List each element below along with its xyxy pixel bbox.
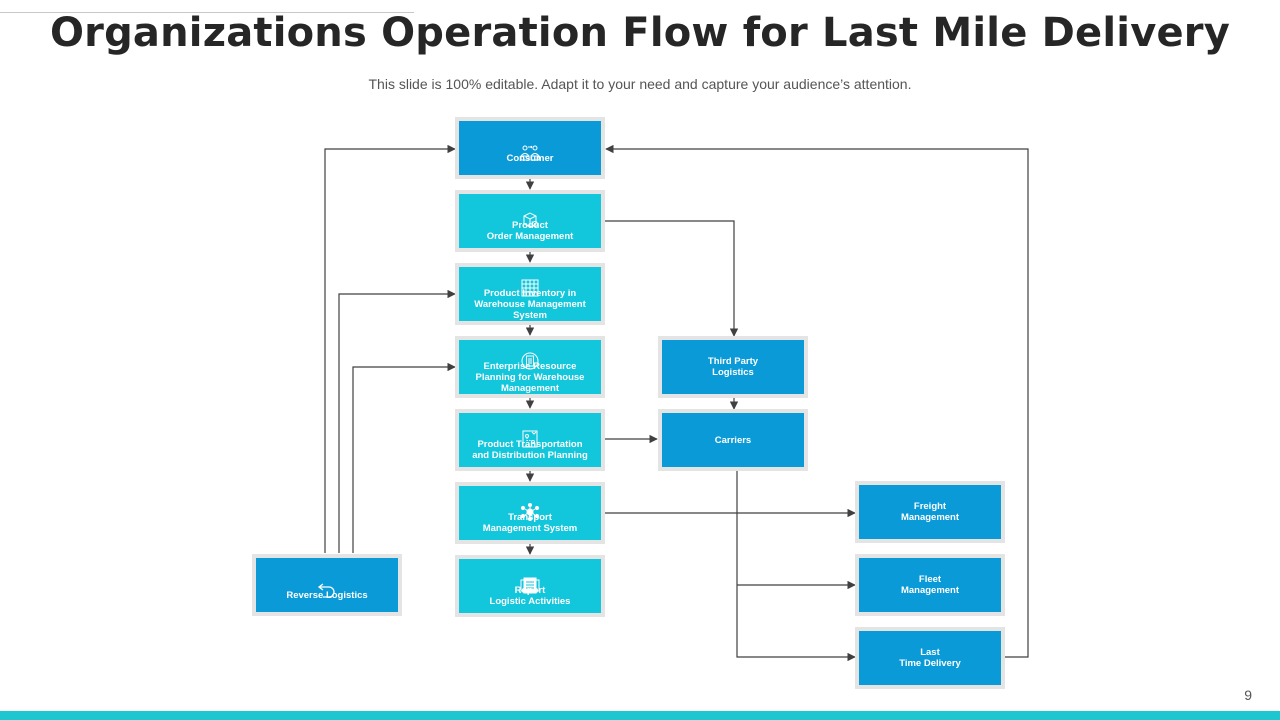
page-number: 9: [1244, 687, 1252, 703]
report-clipboard-icon: [519, 565, 541, 594]
node-transport-planning-label: Product Transportation and Distribution …: [472, 439, 588, 461]
node-reverse-logistics[interactable]: Reverse Logistics: [252, 554, 402, 616]
slide-title: Organizations Operation Flow for Last Mi…: [49, 10, 1231, 56]
node-transport-planning[interactable]: Product Transportation and Distribution …: [455, 409, 605, 471]
arrow-reverse-to-erp: [352, 362, 456, 553]
bottom-accent-bar: [0, 711, 1280, 720]
arrow-last-time-to-consumer: [605, 144, 1029, 658]
node-fleet-label: Fleet Management: [900, 574, 960, 596]
node-report-label: Report Logistic Activities: [489, 585, 571, 607]
node-tms[interactable]: Transport Management System: [455, 482, 605, 544]
node-freight-label: Freight Management: [900, 501, 960, 523]
arrow-carriers-to-last-time: [736, 470, 856, 662]
node-erp[interactable]: Enterprise Resource Planning for Warehou…: [455, 336, 605, 398]
node-product-inventory-label: Product Inventory in Warehouse Managemen…: [474, 287, 586, 321]
node-third-party[interactable]: Third Party Logistics: [658, 336, 808, 398]
node-third-party-label: Third Party Logistics: [707, 356, 759, 378]
slide-subtitle: This slide is 100% editable. Adapt it to…: [368, 76, 912, 92]
arrow-reverse-to-consumer: [324, 144, 456, 553]
package-gear-icon: [519, 200, 541, 228]
node-carriers[interactable]: Carriers: [658, 409, 808, 471]
arrow-reverse-to-inventory: [338, 289, 456, 553]
node-carriers-label: Carriers: [714, 434, 752, 446]
undo-arrow-icon: [316, 570, 338, 598]
node-consumer[interactable]: Consumer: [455, 117, 605, 179]
node-reverse-logistics-label: Reverse Logistics: [286, 589, 368, 601]
node-product-order[interactable]: Product Order Management: [455, 190, 605, 252]
node-report[interactable]: Report Logistic Activities: [455, 555, 605, 617]
node-last-time[interactable]: Last Time Delivery: [855, 627, 1005, 689]
node-last-time-label: Last Time Delivery: [899, 647, 961, 669]
node-freight[interactable]: Freight Management: [855, 481, 1005, 543]
node-tms-label: Transport Management System: [482, 512, 578, 534]
people-exchange-icon: [519, 133, 541, 160]
node-consumer-label: Consumer: [506, 152, 554, 164]
arrow-order-to-third-party: [604, 220, 739, 337]
node-fleet[interactable]: Fleet Management: [855, 554, 1005, 616]
network-hub-icon: [519, 492, 541, 521]
node-product-order-label: Product Order Management: [486, 220, 574, 242]
grid-table-icon: [519, 268, 541, 296]
node-erp-label: Enterprise Resource Planning for Warehou…: [475, 360, 585, 394]
node-product-inventory[interactable]: Product Inventory in Warehouse Managemen…: [455, 263, 605, 325]
document-list-icon: [519, 341, 541, 369]
top-rule: [0, 12, 414, 13]
route-planning-icon: [519, 419, 541, 448]
